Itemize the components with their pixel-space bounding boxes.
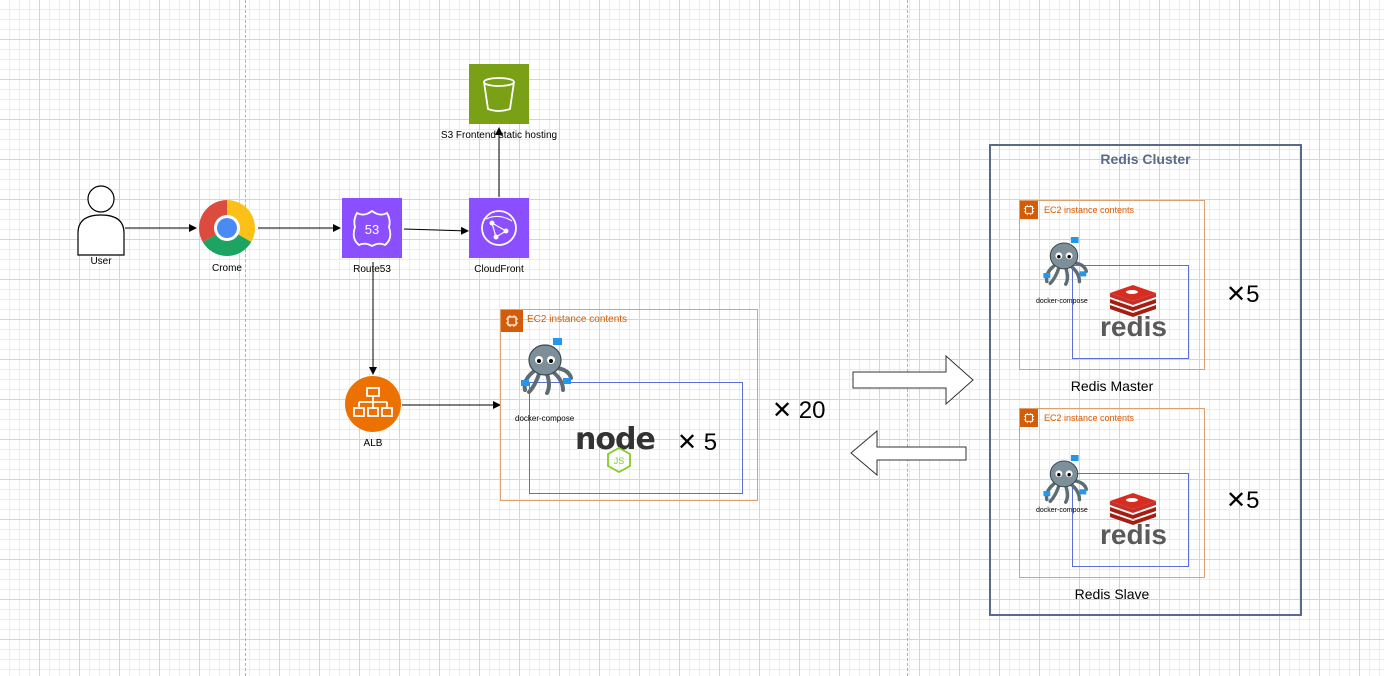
s3-label: S3 Frontend static hosting xyxy=(440,130,558,141)
redis-slave-compose-boundary xyxy=(1072,473,1189,567)
redis-cube-icon xyxy=(1110,493,1156,525)
lane-divider-left xyxy=(245,0,246,676)
route53-node: 53 xyxy=(342,198,402,258)
docker-compose-icon xyxy=(1043,455,1088,504)
docker-compose-icon xyxy=(521,338,573,395)
app-group-multiplier: ✕ 20 xyxy=(772,397,826,424)
app-compose-boundary xyxy=(529,382,743,494)
docker-compose-icon xyxy=(1043,237,1088,286)
redis-master-docker-compose-label: docker-compose xyxy=(1036,298,1088,305)
arrow-from-redis xyxy=(850,429,967,477)
redis-slave-caption: Redis Slave xyxy=(1074,586,1150,602)
redis-cluster-group: Redis Cluster xyxy=(989,144,1302,616)
redis-slave-ec2-title: EC2 instance contents xyxy=(1044,413,1135,423)
redis-master-logo: redis xyxy=(1100,311,1167,342)
app-ec2-group: EC2 instance contents docker-compose nod… xyxy=(500,309,758,501)
route53-shield-icon: 53 xyxy=(352,209,392,248)
redis-slave-multiplier: ✕5 xyxy=(1226,487,1260,514)
s3-node xyxy=(469,64,529,124)
nodejs-logo: node xyxy=(575,422,656,457)
alb-icon xyxy=(345,376,401,432)
redis-slave-docker-compose-label: docker-compose xyxy=(1036,507,1088,514)
ec2-chip-icon xyxy=(501,310,523,332)
lane-divider-right xyxy=(907,0,908,676)
alb-label: ALB xyxy=(363,438,383,449)
app-instance-multiplier: ✕ 5 xyxy=(677,429,718,456)
app-ec2-title: EC2 instance contents xyxy=(527,314,628,325)
redis-master-multiplier: ✕5 xyxy=(1226,281,1260,308)
redis-master-ec2-title: EC2 instance contents xyxy=(1044,205,1135,215)
s3-bucket-icon xyxy=(483,77,515,112)
nodejs-badge: JS xyxy=(614,456,625,466)
ec2-chip-icon xyxy=(1020,201,1038,219)
route53-badge: 53 xyxy=(365,222,379,237)
cloudfront-label: CloudFront xyxy=(474,264,524,275)
redis-slave-ec2: EC2 instance contents docker-compose red… xyxy=(1019,408,1205,578)
cloudfront-node xyxy=(469,198,529,258)
chrome-icon xyxy=(198,200,256,257)
redis-slave-logo: redis xyxy=(1100,519,1167,550)
chrome-label: Crome xyxy=(211,263,242,274)
redis-cube-icon xyxy=(1110,285,1156,317)
redis-master-caption: Redis Master xyxy=(1070,378,1154,394)
user-icon xyxy=(77,185,125,256)
nodejs-hexagon-icon: JS xyxy=(607,447,631,473)
user-label: User xyxy=(90,256,112,267)
cloudfront-icon xyxy=(481,210,517,246)
arrow-to-redis xyxy=(852,354,974,406)
redis-cluster-title: Redis Cluster xyxy=(1100,151,1191,167)
redis-master-compose-boundary xyxy=(1072,265,1189,359)
ec2-chip-icon xyxy=(1020,409,1038,427)
redis-master-ec2: EC2 instance contents docker-compose red… xyxy=(1019,200,1205,370)
edge-route53-cloudfront xyxy=(403,226,469,235)
app-docker-compose-label: docker-compose xyxy=(515,414,575,423)
route53-label: Route53 xyxy=(353,264,391,275)
